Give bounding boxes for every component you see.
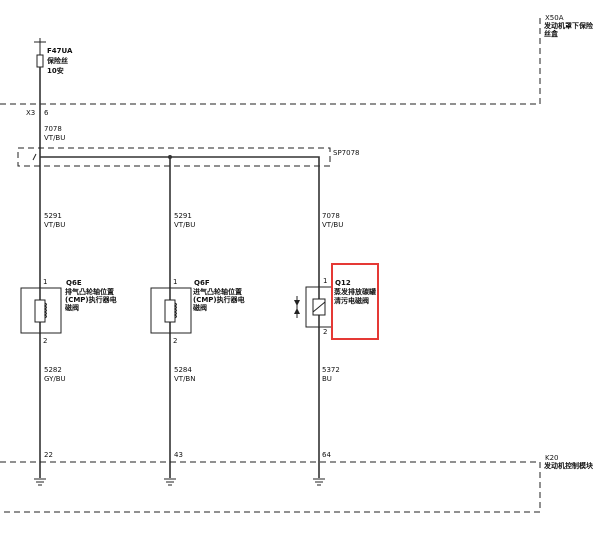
fuse-id: F47UA bbox=[47, 47, 73, 55]
branch2-lower-color: VT/BN bbox=[174, 375, 195, 383]
solenoid-q12 bbox=[294, 286, 333, 328]
solenoid-q6e bbox=[20, 287, 62, 334]
branch1-lower-circuit: 5282 bbox=[44, 366, 62, 374]
branch3-upper-circuit: 7078 bbox=[322, 212, 340, 220]
ecm-boundary bbox=[0, 461, 541, 513]
ecm-name-wrap: 发动机控制模块 bbox=[544, 462, 593, 470]
branch3-upper-color: VT/BU bbox=[322, 221, 343, 229]
supply-circuit: 7078 bbox=[44, 125, 62, 133]
branch3-pin-bottom: 2 bbox=[323, 328, 327, 336]
branch1-pin-bottom: 2 bbox=[43, 337, 47, 345]
branch2-upper-circuit: 5291 bbox=[174, 212, 192, 220]
branch3-lower-color: BU bbox=[322, 375, 332, 383]
ground-icon bbox=[34, 478, 46, 486]
ground-icon bbox=[164, 478, 176, 486]
branch2-name-wrap: 进气凸轮轴位置(CMP)执行器电磁阀 bbox=[193, 288, 245, 312]
fuse-rating: 10安 bbox=[47, 66, 64, 75]
branch2-component-name: 进气凸轮轴位置(CMP)执行器电磁阀 bbox=[193, 288, 245, 312]
connector-pin: 6 bbox=[44, 109, 49, 117]
branch2-ecm-pin: 43 bbox=[174, 451, 183, 459]
splice-mark bbox=[32, 153, 37, 161]
splice-id: SP7078 bbox=[333, 149, 359, 157]
ground-icon bbox=[313, 478, 325, 486]
splice-dot bbox=[168, 155, 172, 159]
branch2-pin-top: 1 bbox=[173, 278, 177, 286]
branch2-pin-bottom: 2 bbox=[173, 337, 177, 345]
branch1-component-id: Q6E bbox=[66, 279, 82, 287]
fuse-box-boundary bbox=[0, 18, 541, 105]
branch1-ecm-pin: 22 bbox=[44, 451, 53, 459]
fuse-box-name: 发动机罩下保险丝盒 bbox=[544, 22, 593, 38]
branch2-component-id: Q6F bbox=[194, 279, 210, 287]
branch3-pin-top: 1 bbox=[323, 277, 327, 285]
solenoid-q6f bbox=[150, 287, 192, 334]
fuse-symbol bbox=[34, 38, 46, 68]
fuse-box-id: X50A bbox=[545, 14, 564, 22]
fuse-box-name-wrap: 发动机罩下保险丝盒 bbox=[544, 22, 593, 38]
splice-box bbox=[17, 147, 331, 167]
branch1-name-wrap: 排气凸轮轴位置(CMP)执行器电磁阀 bbox=[65, 288, 117, 312]
branch3-component-id: Q12 bbox=[335, 279, 351, 287]
supply-color: VT/BU bbox=[44, 134, 65, 142]
branch1-lower-color: GY/BU bbox=[44, 375, 66, 383]
branch3-name-wrap: 蒸发排放碳罐清污电磁阀 bbox=[334, 288, 376, 305]
branch2-upper-color: VT/BU bbox=[174, 221, 195, 229]
highlight-box bbox=[331, 263, 379, 340]
ecm-name: 发动机控制模块 bbox=[544, 462, 593, 470]
branch1-upper-circuit: 5291 bbox=[44, 212, 62, 220]
branch1-component-name: 排气凸轮轴位置(CMP)执行器电磁阀 bbox=[65, 288, 117, 312]
branch2-lower-circuit: 5284 bbox=[174, 366, 192, 374]
branch1-upper-color: VT/BU bbox=[44, 221, 65, 229]
branch3-ecm-pin: 64 bbox=[322, 451, 331, 459]
connector-id: X3 bbox=[26, 109, 35, 117]
branch3-component-name: 蒸发排放碳罐清污电磁阀 bbox=[334, 288, 376, 305]
fuse-name: 保险丝 bbox=[46, 56, 68, 65]
branch3-lower-circuit: 5372 bbox=[322, 366, 340, 374]
ecm-id: K20 bbox=[545, 454, 559, 462]
branch1-pin-top: 1 bbox=[43, 278, 47, 286]
